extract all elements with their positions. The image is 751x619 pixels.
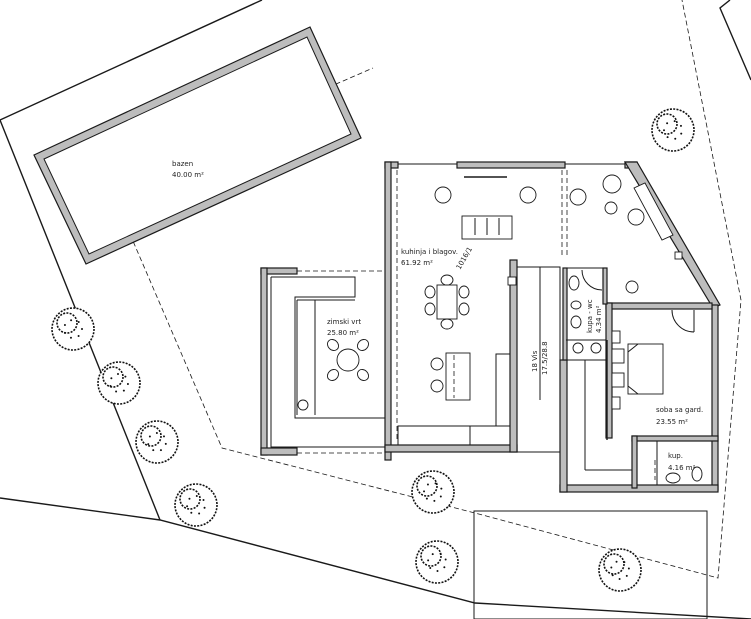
room-area-soba: 23.55 m² [656, 418, 688, 426]
tree-icon [135, 420, 179, 464]
bedroom: soba sa gard. 23.55 m² [584, 309, 703, 471]
tree-icon [651, 108, 695, 152]
room-area-kup: 4.16 m² [668, 464, 696, 472]
lounge [569, 174, 683, 294]
room-name-kupa-wc: kupa - wc [586, 299, 594, 333]
room-name-kup: kup. [668, 452, 683, 460]
stair: 18 Vis 17.5/28.8 [507, 266, 561, 453]
kitchen-island [445, 352, 471, 401]
tree-icon [415, 540, 459, 584]
room-area-kupa-wc: 4.34 m² [595, 305, 603, 333]
room-area-bazen: 40.00 m² [172, 171, 204, 179]
trees [51, 108, 695, 592]
room-name-zimski-vrt: zimski vrt [327, 318, 361, 326]
bathroom-kup: kup. 4.16 m² [654, 441, 703, 485]
dining-table-with-chairs [424, 274, 470, 330]
winter-garden: zimski vrt 25.80 m² [260, 267, 392, 456]
stair-count: 18 Vis [531, 350, 539, 372]
tree-icon [598, 548, 642, 592]
room-area-zimski-vrt: 25.80 m² [327, 329, 359, 337]
tree-icon [51, 307, 95, 351]
adjacent-parcel [473, 510, 708, 619]
tree-icon [411, 470, 455, 514]
stair-dimension: 17.5/28.8 [541, 341, 549, 375]
pool: bazen 40.00 m² [33, 26, 362, 265]
house-walls [384, 161, 721, 493]
bed [627, 343, 664, 395]
tree-icon [97, 361, 141, 405]
tree-icon [174, 483, 218, 527]
bathroom-wc: kupa - wc 4.34 m² [562, 267, 608, 361]
room-name-bazen: bazen [172, 160, 193, 168]
round-table-with-chairs [327, 339, 369, 381]
room-name-kuhinja: kuhinja i blagov. [401, 248, 458, 256]
room-area-kuhinja: 61.92 m² [401, 259, 433, 267]
room-name-soba: soba sa gard. [656, 406, 703, 414]
